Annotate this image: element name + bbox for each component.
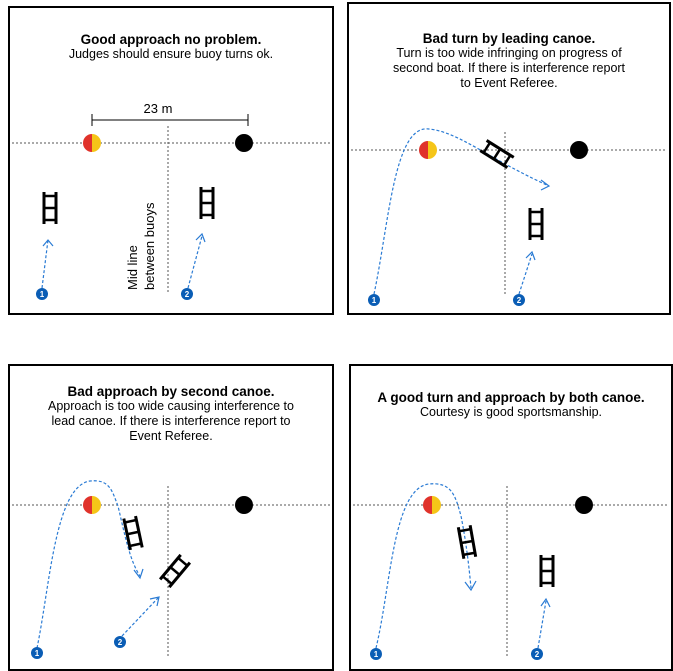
svg-text:2: 2 (535, 650, 540, 659)
path-canoe-1 (41, 239, 49, 289)
start-marker-1 (31, 647, 43, 659)
path-canoe-1 (36, 480, 141, 649)
start-marker-2 (181, 288, 193, 300)
distance-label: 23 m (144, 101, 173, 116)
path-canoe-1 (375, 483, 472, 649)
canoe-2 (158, 553, 192, 589)
svg-text:2: 2 (185, 290, 190, 299)
canoe-2 (528, 208, 544, 240)
arrow-head-2 (525, 250, 536, 261)
arrow-head-2 (540, 597, 551, 608)
path-canoe-2 (187, 235, 203, 289)
panel-diagram: 1 2 (351, 128, 667, 306)
panel-description: Courtesy is good sportsmanship. (419, 405, 603, 419)
panel-description: Turn is too wide infringing on progress … (392, 46, 626, 90)
arrow-head-1 (133, 568, 144, 580)
panel-diagram: 1 2 (12, 480, 330, 659)
panel-diagram: 23 m Mid line between buoys 1 2 (12, 101, 330, 300)
midline-label-line2: between buoys (142, 202, 157, 290)
buoy-black (235, 134, 253, 152)
path-canoe-2 (121, 597, 159, 637)
svg-text:1: 1 (40, 290, 45, 299)
canoe-1 (456, 524, 478, 560)
svg-text:2: 2 (118, 638, 123, 647)
panel-title: Good approach no problem. (80, 32, 262, 47)
buoy-black (575, 496, 593, 514)
canoe-2 (539, 555, 555, 587)
arrow-head-1 (540, 179, 551, 191)
path-canoe-2 (518, 253, 533, 295)
start-marker-1 (370, 648, 382, 660)
arrow-head-1 (42, 239, 54, 247)
panel-good-turn: A good turn and approach by both canoe. … (349, 364, 673, 671)
panel-title: Bad approach by second canoe. (67, 384, 275, 399)
panel-title: A good turn and approach by both canoe. (377, 390, 645, 405)
panel-bad-turn: Bad turn by leading canoe. Turn is too w… (347, 2, 671, 315)
svg-text:1: 1 (372, 296, 377, 305)
path-canoe-2 (537, 600, 547, 649)
arrow-head-2 (195, 232, 206, 243)
panel-title: Bad turn by leading canoe. (422, 31, 596, 46)
canoe-1 (479, 139, 515, 169)
panel-description: Judges should ensure buoy turns ok. (68, 47, 274, 61)
panel-diagram: 1 2 (353, 483, 669, 660)
buoy-red-yellow (423, 496, 441, 514)
path-canoe-1 (373, 128, 550, 295)
start-marker-2 (114, 636, 126, 648)
arrow-head-1 (464, 580, 477, 592)
panel-bad-approach: Bad approach by second canoe. Approach i… (8, 364, 334, 671)
start-marker-2 (531, 648, 543, 660)
midline-label-line1: Mid line (125, 245, 140, 290)
panel-good-approach: Good approach no problem. Judges should … (8, 6, 334, 315)
arrow-head-2 (149, 596, 160, 607)
buoy-black (570, 141, 588, 159)
buoy-black (235, 496, 253, 514)
svg-text:1: 1 (35, 649, 40, 658)
buoy-red-yellow (83, 496, 101, 514)
canoe-1 (122, 515, 144, 551)
svg-text:1: 1 (374, 650, 379, 659)
svg-text:2: 2 (517, 296, 522, 305)
buoy-red-yellow (83, 134, 101, 152)
canoe-1 (42, 192, 58, 224)
start-marker-1 (36, 288, 48, 300)
buoy-red-yellow (419, 141, 437, 159)
panel-description: Approach is too wide causing interferenc… (48, 399, 294, 443)
canoe-2 (199, 187, 215, 219)
start-marker-2 (513, 294, 525, 306)
start-marker-1 (368, 294, 380, 306)
